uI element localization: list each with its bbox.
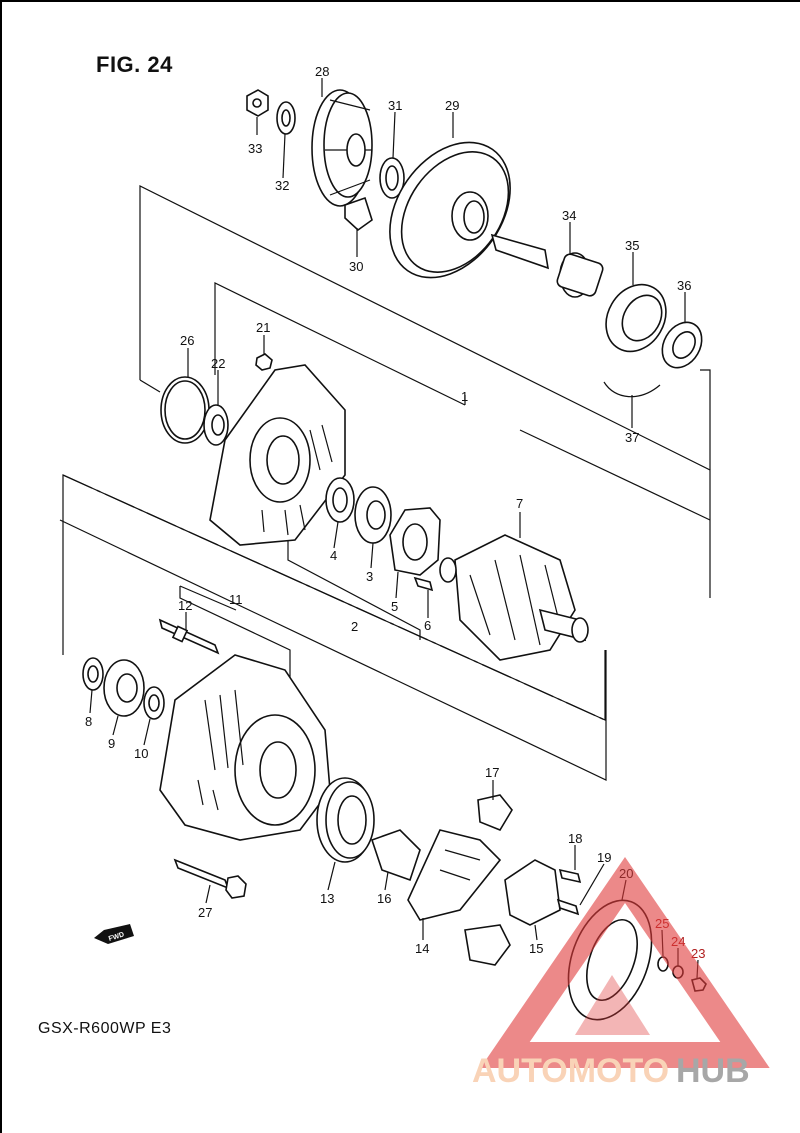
part-22-bearing [203,404,229,446]
callout-10: 10 [134,746,148,761]
callout-14: 14 [415,941,429,956]
part-7-rotor [439,534,589,661]
assembly-bracket-7 [59,519,607,781]
part-4-seal [325,477,355,523]
figure-title: FIG. 24 [96,52,173,77]
callout-9: 9 [108,736,115,751]
part-31-spacer [379,157,405,199]
callout-7: 7 [516,496,523,511]
part-18-screw [558,868,582,884]
part-14-rectifier [407,829,502,921]
callout-3: 3 [366,569,373,584]
front-housing [209,364,346,546]
callout-5: 5 [391,599,398,614]
watermark-logo: AUTOMOTO HUB [472,857,770,1090]
part-35-bearing [605,283,667,353]
part-21-bolt [255,353,273,371]
part-16-terminal [370,829,421,882]
part-37-snap-ring [603,381,661,398]
callout-35: 35 [625,238,639,253]
callout-30: 30 [349,259,363,274]
part-10-seal [143,686,165,720]
part-27-bolt [173,858,247,899]
part-5-plate [389,507,441,576]
callout-16: 16 [377,891,391,906]
callout-12: 12 [178,598,192,613]
callout-27: 27 [198,905,212,920]
part-36-seal [661,321,703,369]
callout-34: 34 [562,208,576,223]
part-17-bracket [477,794,513,831]
part-32-washer [276,101,296,135]
part-8-washer [82,657,104,691]
callout-37: 37 [625,430,639,445]
part-11-rear-housing [159,654,331,841]
callout-19: 19 [597,850,611,865]
assembly-bracket-37 [700,369,711,470]
watermark-text-a: AUTOMOTO [472,1052,669,1090]
callout-26: 26 [180,333,194,348]
callout-28: 28 [315,64,329,79]
part-34-shaft [490,233,604,298]
callout-29: 29 [445,98,459,113]
part-33-nut [246,89,269,117]
callout-31: 31 [388,98,402,113]
assembly-bracket-2 [62,474,606,721]
part-13-stator [316,777,375,863]
callout-22: 22 [211,356,225,371]
callout-32: 32 [275,178,289,193]
fwd-label: FWD [108,931,125,943]
callout-15: 15 [529,941,543,956]
callout-17: 17 [485,765,499,780]
part-9-bearing [103,659,145,717]
part-29-gear [389,141,511,279]
assembly-bracket-1b [214,282,711,521]
callout-4: 4 [330,548,337,563]
callout-6: 6 [424,618,431,633]
part-30-key [344,196,373,232]
part-26-o-ring [160,376,210,444]
leader-lines [89,78,699,979]
callout-11: 11 [229,592,243,607]
fwd-arrow-icon: FWD [94,924,134,944]
callout-2: 2 [351,619,358,634]
callout-18: 18 [568,831,582,846]
part-28-pulley [311,89,373,207]
part-19-screw [556,898,580,916]
model-label: GSX-R600WP E3 [38,1020,172,1037]
part-15-regulator [504,859,561,926]
callout-33: 33 [248,141,262,156]
callout-numbers: 1 2 3 4 5 6 7 8 9 10 11 12 13 14 15 16 1… [85,64,705,961]
callout-21: 21 [256,320,270,335]
callout-23: 23 [691,946,705,961]
callout-8: 8 [85,714,92,729]
callout-1: 1 [461,389,468,404]
callout-36: 36 [677,278,691,293]
watermark-text-b: HUB [676,1052,750,1090]
part-6-screw [413,576,434,592]
assembly-bracket-11 [179,585,291,690]
part-3-bearing [354,486,392,544]
assembly-bracket-4 [287,540,421,640]
part-12-stud [158,618,220,655]
assembly-bracket-1 [139,185,711,598]
part-brush-holder [464,924,511,966]
callout-13: 13 [320,891,334,906]
